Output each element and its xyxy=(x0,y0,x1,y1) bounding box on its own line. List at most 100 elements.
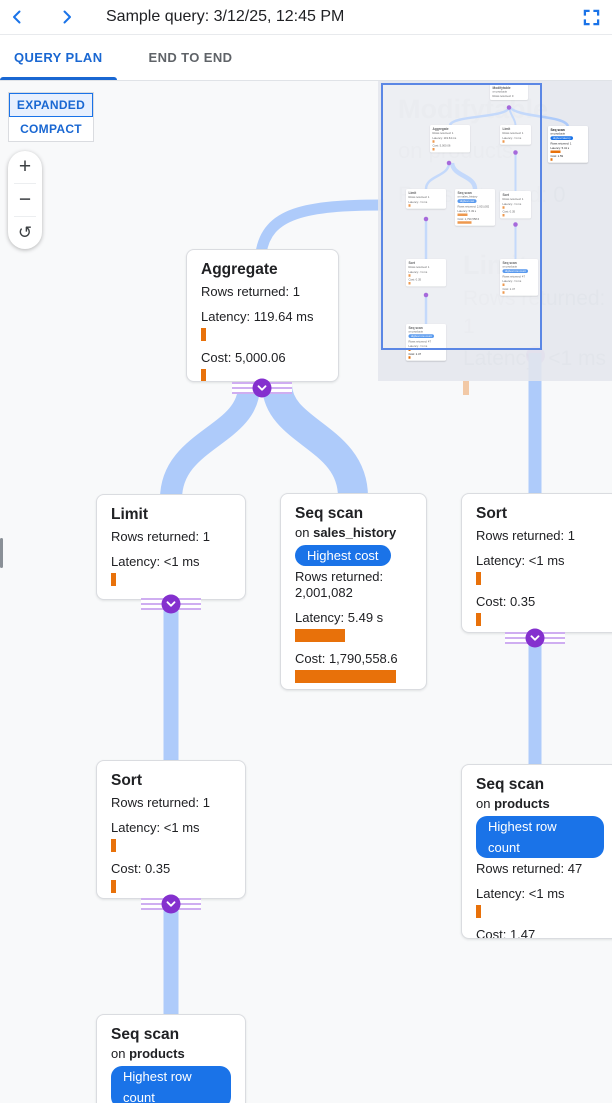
chevron-down-icon xyxy=(161,594,181,614)
table-name: products xyxy=(494,796,550,811)
collapse-toggle-button[interactable] xyxy=(141,894,201,914)
table-prefix: on xyxy=(111,1046,126,1061)
collapse-toggle-button[interactable] xyxy=(141,594,201,614)
node-table: on products xyxy=(111,1046,231,1062)
node-title: Limit xyxy=(111,506,149,523)
latency-bar xyxy=(111,839,116,852)
page-title: Sample query: 3/12/25, 12:45 PM xyxy=(106,8,345,25)
node-rows: Rows returned: 1 xyxy=(111,795,210,810)
plan-node-limit[interactable]: Limit Rows returned: 1 Latency: <1 ms xyxy=(96,494,246,600)
panel-drag-handle[interactable] xyxy=(0,538,3,568)
zoom-out-button[interactable]: − xyxy=(18,188,32,211)
node-cost: Cost: 0.35 xyxy=(111,861,171,876)
cost-bar xyxy=(111,880,116,893)
table-prefix: on xyxy=(476,796,491,811)
compact-button[interactable]: COMPACT xyxy=(9,117,93,141)
node-title: Seq scan xyxy=(295,505,364,522)
header: Sample query: 3/12/25, 12:45 PM xyxy=(0,0,612,34)
chevron-down-icon xyxy=(525,628,545,648)
previous-query-button[interactable] xyxy=(0,2,34,32)
plan-node-sort-right[interactable]: Sort Rows returned: 1 Latency: <1 ms Cos… xyxy=(461,493,612,633)
node-title: Seq scan xyxy=(111,1026,180,1043)
highest-row-count-badge: Highest row count xyxy=(476,816,604,858)
collapse-toggle-button[interactable] xyxy=(505,628,565,648)
highest-row-count-badge: Highest row count xyxy=(111,1066,231,1103)
edge-root-aggregate xyxy=(255,199,385,255)
node-latency: Latency: 119.64 ms xyxy=(201,309,314,324)
highest-cost-badge: Highest cost xyxy=(295,545,391,566)
tab-query-plan-label: QUERY PLAN xyxy=(14,50,103,65)
latency-bar xyxy=(111,573,116,586)
latency-bar xyxy=(201,328,206,341)
node-latency: Latency: <1 ms xyxy=(111,554,200,569)
node-cost: Cost: 0.35 xyxy=(476,594,536,609)
plan-node-sort-left[interactable]: Sort Rows returned: 1 Latency: <1 ms Cos… xyxy=(96,760,246,899)
chevron-down-icon xyxy=(161,894,181,914)
table-prefix: on xyxy=(295,525,310,540)
ghost-latency-bar xyxy=(463,381,469,395)
node-table: on sales_history xyxy=(295,525,412,541)
zoom-controls: + − ↺ xyxy=(8,151,42,249)
node-latency: Latency: <1 ms xyxy=(476,553,565,568)
node-rows: Rows returned: 47 xyxy=(476,861,583,876)
edge-aggregate-seqscan xyxy=(262,383,368,499)
zoom-in-button[interactable]: + xyxy=(18,155,32,178)
node-title: Sort xyxy=(111,772,142,789)
node-title: Seq scan xyxy=(476,776,545,793)
fullscreen-button[interactable] xyxy=(574,2,608,32)
tab-end-to-end[interactable]: END TO END xyxy=(135,35,247,80)
active-tab-underline xyxy=(0,77,117,80)
node-rows: Rows returned: 2,001,082 xyxy=(295,569,384,600)
node-cost: Cost: 1,790,558.6 xyxy=(295,651,398,666)
node-cost: Cost: 5,000.06 xyxy=(201,350,286,365)
cost-bar xyxy=(201,369,206,381)
next-query-button[interactable] xyxy=(50,2,84,32)
chevron-right-icon xyxy=(63,10,71,24)
node-latency: Latency: 5.49 s xyxy=(295,610,384,625)
plan-node-seq-scan-sales-history[interactable]: Seq scan on sales_history Highest cost R… xyxy=(280,493,427,690)
latency-bar xyxy=(295,629,345,642)
node-table: on products xyxy=(476,796,604,812)
minimap-viewport[interactable] xyxy=(381,83,542,350)
cost-bar xyxy=(295,670,396,683)
tab-query-plan[interactable]: QUERY PLAN xyxy=(0,35,117,80)
expanded-button[interactable]: EXPANDED xyxy=(9,93,93,117)
plan-node-seq-scan-products-right[interactable]: Seq scan on products Highest row count R… xyxy=(461,764,612,939)
chevron-down-icon xyxy=(252,378,272,398)
query-plan-canvas[interactable]: Modifytable on products Rows returned: 0… xyxy=(0,81,612,1103)
tab-bar: QUERY PLAN END TO END xyxy=(0,35,612,81)
node-cost: Cost: 1.47 xyxy=(476,927,536,939)
node-latency: Latency: <1 ms xyxy=(476,886,565,901)
edge-aggregate-limit xyxy=(160,384,260,500)
table-name: sales_history xyxy=(313,525,397,540)
chevron-left-icon xyxy=(13,10,21,24)
plan-node-aggregate[interactable]: Aggregate Rows returned: 1 Latency: 119.… xyxy=(186,249,339,382)
minimap-edges xyxy=(423,105,570,324)
node-title: Aggregate xyxy=(201,261,278,278)
header-divider xyxy=(0,34,612,35)
fullscreen-icon xyxy=(583,9,599,25)
divider xyxy=(14,216,36,217)
node-latency: Latency: <1 ms xyxy=(111,820,200,835)
table-name: products xyxy=(129,1046,185,1061)
view-mode-toggle: EXPANDED COMPACT xyxy=(8,92,94,142)
plan-node-seq-scan-products-left[interactable]: Seq scan on products Highest row count R… xyxy=(96,1014,246,1103)
tab-end-to-end-label: END TO END xyxy=(148,50,233,65)
divider xyxy=(14,183,36,184)
latency-bar xyxy=(476,572,481,585)
reset-view-button[interactable]: ↺ xyxy=(17,223,33,242)
node-title: Sort xyxy=(476,505,507,522)
collapse-toggle-button[interactable] xyxy=(232,378,292,398)
